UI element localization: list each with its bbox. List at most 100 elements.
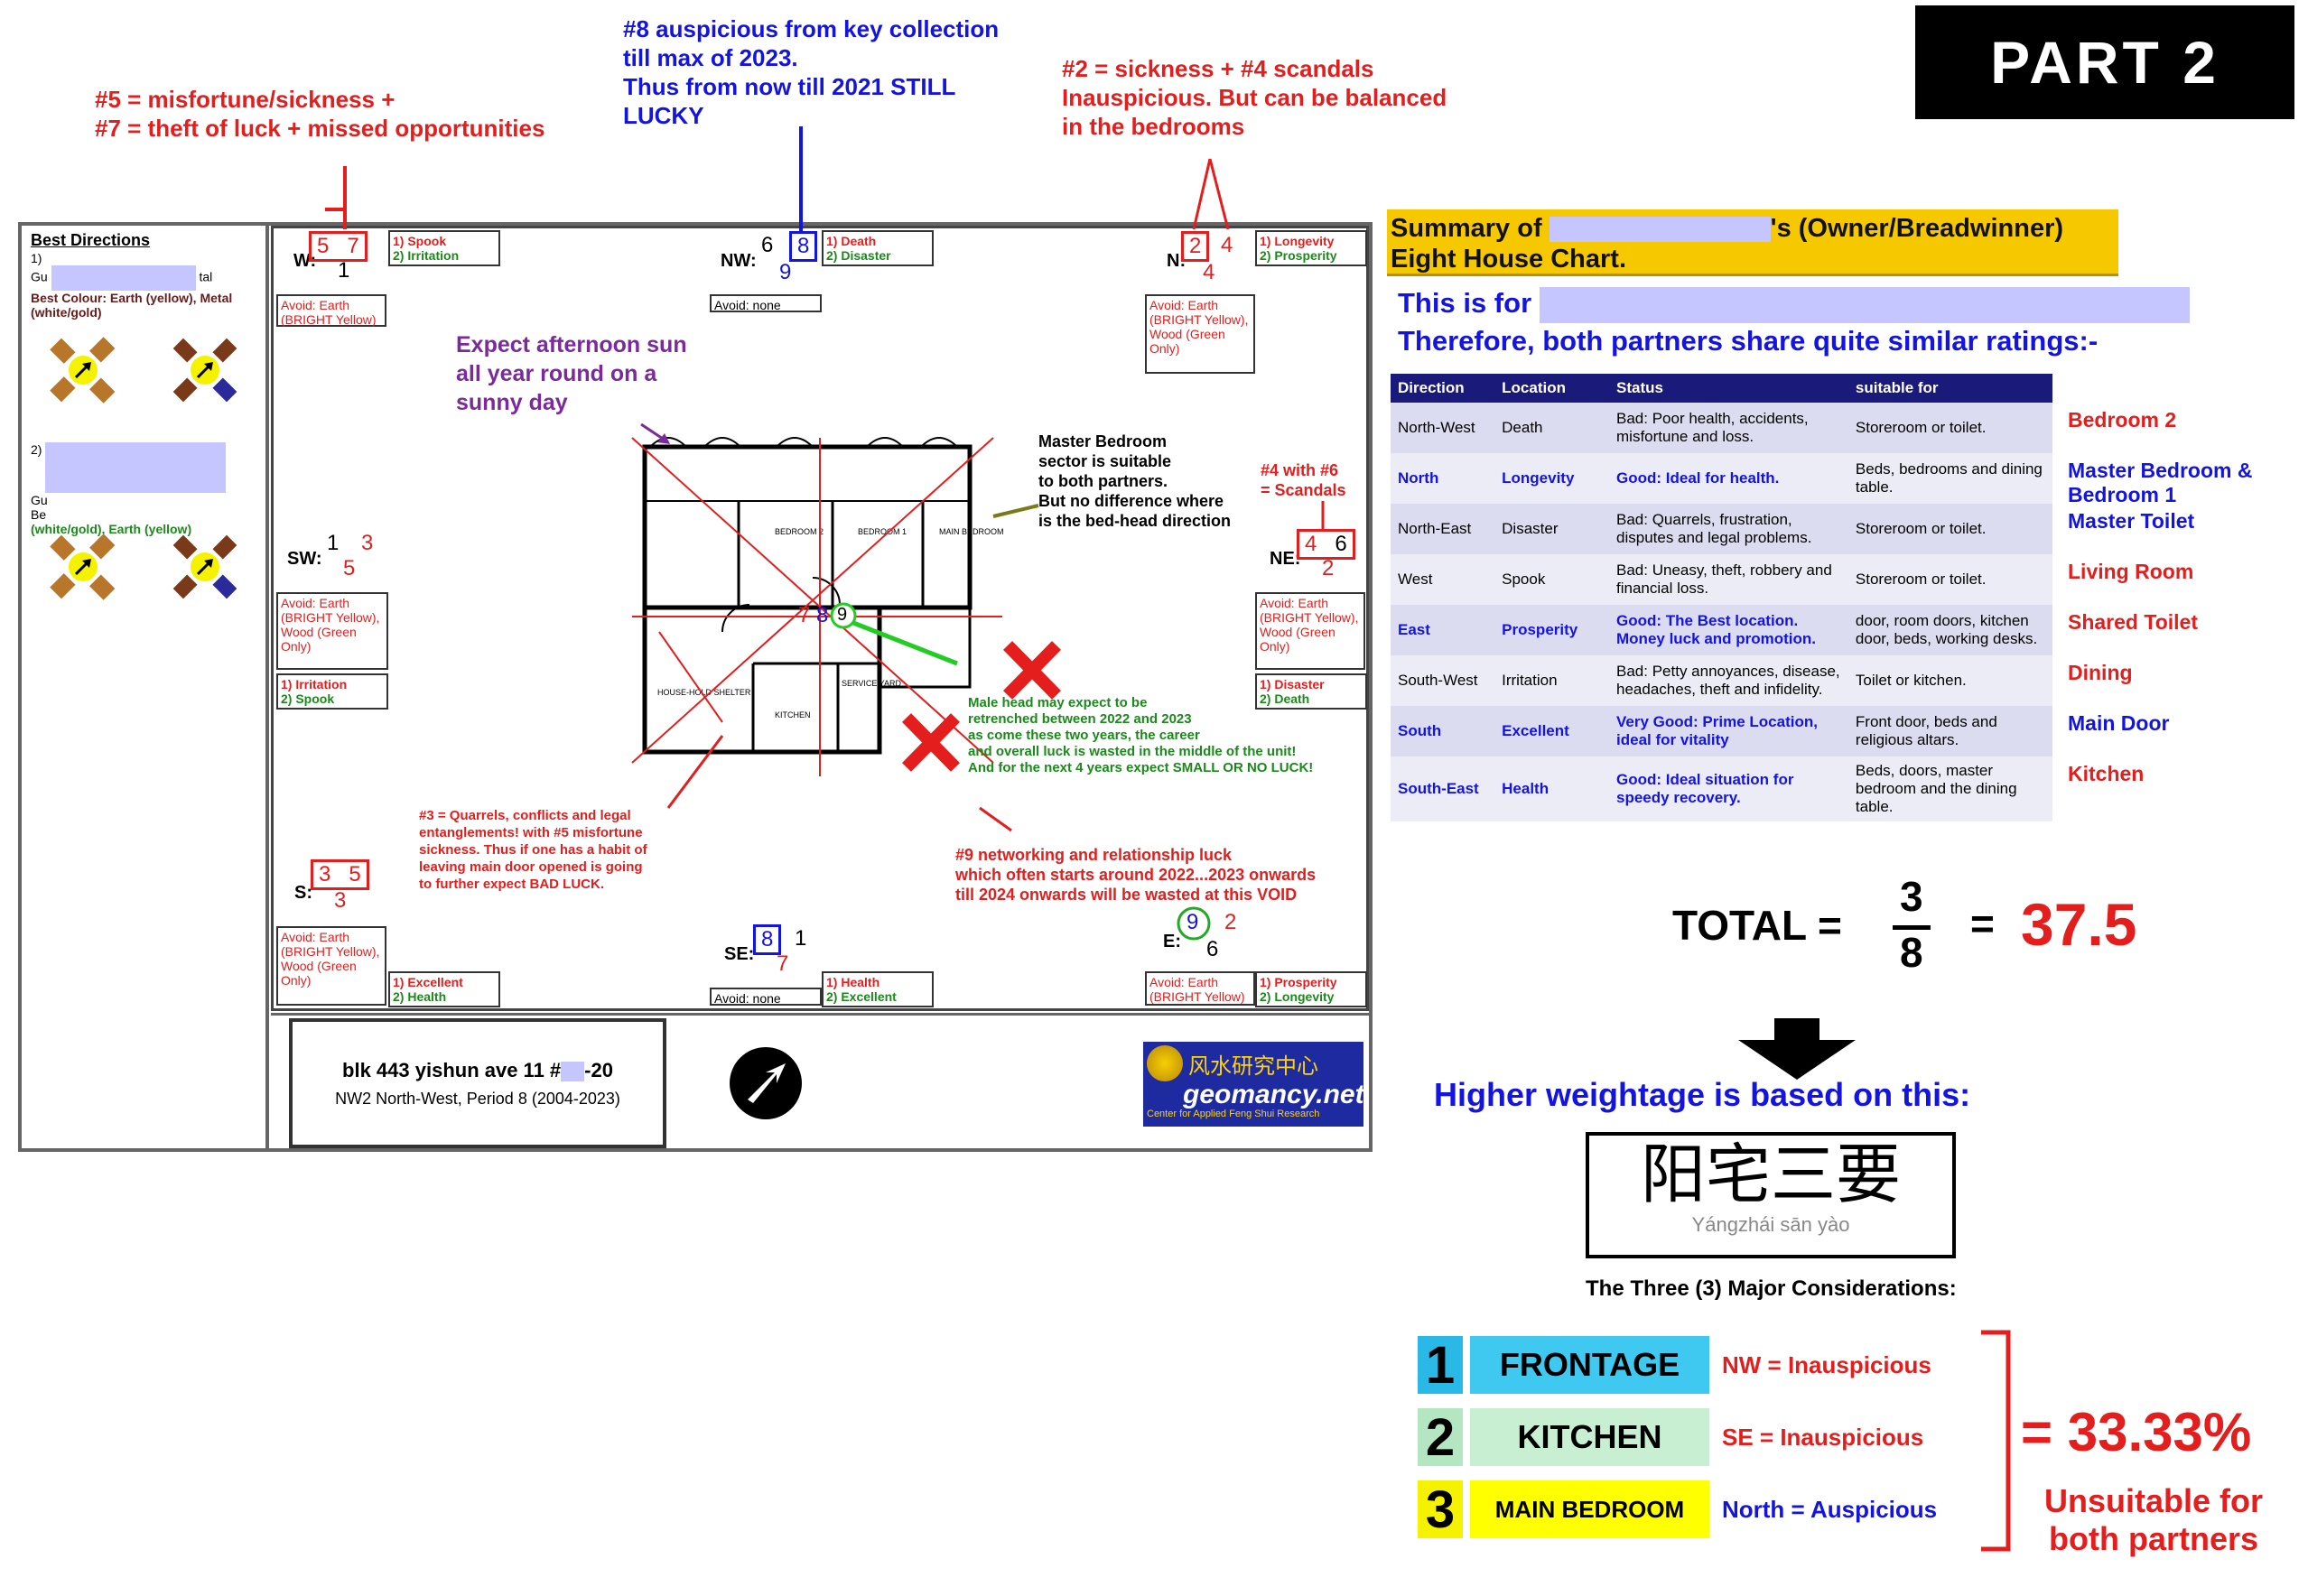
summary-title: Summary of 's (Owner/Breadwinner) Eight … [1387, 209, 2118, 276]
tag-sw-2: 2) Spook [281, 691, 335, 706]
table-cell-loc: Longevity [1494, 453, 1610, 504]
summary-title-prefix: Summary of [1391, 214, 1550, 243]
tag-se-1: 1) Health [826, 975, 880, 989]
table-cell-dir: North-East [1391, 504, 1495, 554]
sector-label-s: S: [294, 883, 312, 903]
table-cell-suit: Storeroom or toilet. [1847, 554, 2052, 605]
sector-se-avoid: Avoid: none [710, 988, 822, 1006]
table-cell-dir: South [1391, 706, 1495, 756]
sector-label-ne: NE: [1270, 549, 1301, 569]
table-cell-loc: Irritation [1494, 655, 1610, 706]
sector-e-avoid: Avoid: Earth (BRIGHT Yellow) [1145, 971, 1255, 1006]
table-cell-dir: South-East [1391, 756, 1495, 821]
yangzhai-box: 阳宅三要 Yángzhái sān yào [1586, 1132, 1956, 1258]
result-percent: = 33.33% [2021, 1402, 2252, 1462]
table-cell-status: Bad: Uneasy, theft, robbery and financia… [1609, 554, 1848, 605]
leader-line-n-2 [1208, 158, 1230, 230]
sector-nw-c: 9 [779, 260, 792, 284]
green-pointer [848, 618, 958, 666]
table-cell-loc: Spook [1494, 554, 1610, 605]
sector-n-avoid: Avoid: Earth (BRIGHT Yellow), Wood (Gree… [1145, 294, 1255, 374]
table-cell-status: Good: The Best location. Money luck and … [1609, 605, 1848, 655]
sector-s-box: 3 5 [311, 859, 369, 890]
table-header: Location [1494, 374, 1610, 403]
sector-sw-a: 1 [327, 531, 340, 555]
tag-e-1: 1) Prosperity [1260, 975, 1337, 989]
logo-name: geomancy.net [1183, 1080, 1364, 1109]
tag-nw-1: 1) Death [826, 234, 877, 248]
tag-se-2: 2) Excellent [826, 989, 897, 1004]
table-cell-suit: Front door, beds and religious altars. [1847, 706, 2052, 756]
sector-ne-box: 4 6 [1297, 529, 1355, 560]
table-cell-status: Bad: Petty annoyances, disease, headache… [1609, 655, 1848, 706]
sector-e-a: 9 [1187, 910, 1199, 934]
table-cell-status: Bad: Poor health, accidents, misfortune … [1609, 403, 1848, 453]
room-household: HOUSE-HOLD SHELTER [657, 688, 751, 697]
table-cell-status: Bad: Quarrels, frustration, disputes and… [1609, 504, 1848, 554]
table-cell-status: Good: Ideal for health. [1609, 453, 1848, 504]
summary-line1: This is for [1398, 287, 2190, 323]
table-cell-loc: Prosperity [1494, 605, 1610, 655]
annotation-3: #3 = Quarrels, conflicts and legal entan… [419, 808, 647, 892]
table-cell-dir: West [1391, 554, 1495, 605]
consideration-verdict: NW = Inauspicious [1722, 1350, 1931, 1378]
table-cell-loc: Health [1494, 756, 1610, 821]
floor-plan [642, 437, 973, 755]
sector-ne-a: 4 [1305, 532, 1317, 556]
geomancy-logo: 风水研究中心 geomancy.net Center for Applied F… [1143, 1042, 1364, 1127]
consideration-label: FRONTAGE [1470, 1336, 1709, 1394]
sector-e-b: 2 [1224, 910, 1237, 934]
table-cell-dir: South-West [1391, 655, 1495, 706]
center-a: 7 [798, 603, 811, 627]
sector-sw-b: 3 [361, 531, 374, 555]
item1-gu: Gu [31, 269, 48, 284]
direction-compass-icons-1 [50, 337, 237, 404]
room-label: Dining [2068, 661, 2133, 684]
sector-se-c: 7 [777, 951, 789, 976]
best-directions-title: Best Directions [31, 231, 151, 249]
tag-e-2: 2) Longevity [1260, 989, 1335, 1004]
annotation-2-4: #2 = sickness + #4 scandals Inauspicious… [1062, 55, 1447, 140]
best-directions-panel: Best Directions 1) Gu tal Best Colour: E… [22, 226, 269, 1148]
sector-se-a: 8 [753, 924, 782, 955]
sector-se-b: 1 [795, 926, 807, 951]
table-cell-dir: East [1391, 605, 1495, 655]
direction-compass-icons-2 [50, 534, 237, 600]
grid-lines [631, 437, 1002, 776]
tag-n-1: 1) Longevity [1260, 234, 1335, 248]
room-bedroom2: BEDROOM 2 [775, 527, 824, 536]
table-header: suitable for [1847, 374, 2052, 403]
table-cell-suit: door, room doors, kitchen door, beds, wo… [1847, 605, 2052, 655]
consideration-verdict: North = Auspicious [1722, 1495, 1938, 1523]
table-cell-suit: Storeroom or toilet. [1847, 403, 2052, 453]
sector-w-c: 1 [338, 258, 350, 283]
sector-sw-c: 5 [343, 556, 356, 580]
summary-line2: Therefore, both partners share quite sim… [1398, 325, 2099, 357]
table-cell-dir: North-West [1391, 403, 1495, 453]
annotation-master-bedroom: Master Bedroom sector is suitable to bot… [1038, 432, 1232, 530]
table-cell-suit: Beds, bedrooms and dining table. [1847, 453, 2052, 504]
table-cell-suit: Beds, doors, master bedroom and the dini… [1847, 756, 2052, 821]
address-line1-end: -20 [584, 1058, 613, 1081]
total-label: TOTAL = [1672, 902, 1842, 949]
item1-colour: Earth (yellow), Metal (white/gold) [31, 291, 233, 320]
annotation-5-7: #5 = misfortune/sickness + #7 = theft of… [95, 86, 545, 142]
annotation-9: #9 networking and relationship luck whic… [955, 846, 1317, 904]
sector-label-e: E: [1163, 932, 1181, 951]
item2-be: Be [31, 507, 47, 522]
sector-ne-c: 2 [1322, 556, 1335, 580]
tag-w-2: 2) Irritation [393, 248, 460, 263]
total-equals: = [1970, 900, 1995, 947]
yin-yang-icon [1147, 1045, 1183, 1081]
tag-ne-2: 2) Death [1260, 691, 1310, 706]
flying-star-chart [271, 226, 1369, 1011]
tag-w-1: 1) Spook [393, 234, 447, 248]
total-value: 37.5 [2021, 891, 2137, 958]
e-9-circle [1177, 906, 1211, 941]
